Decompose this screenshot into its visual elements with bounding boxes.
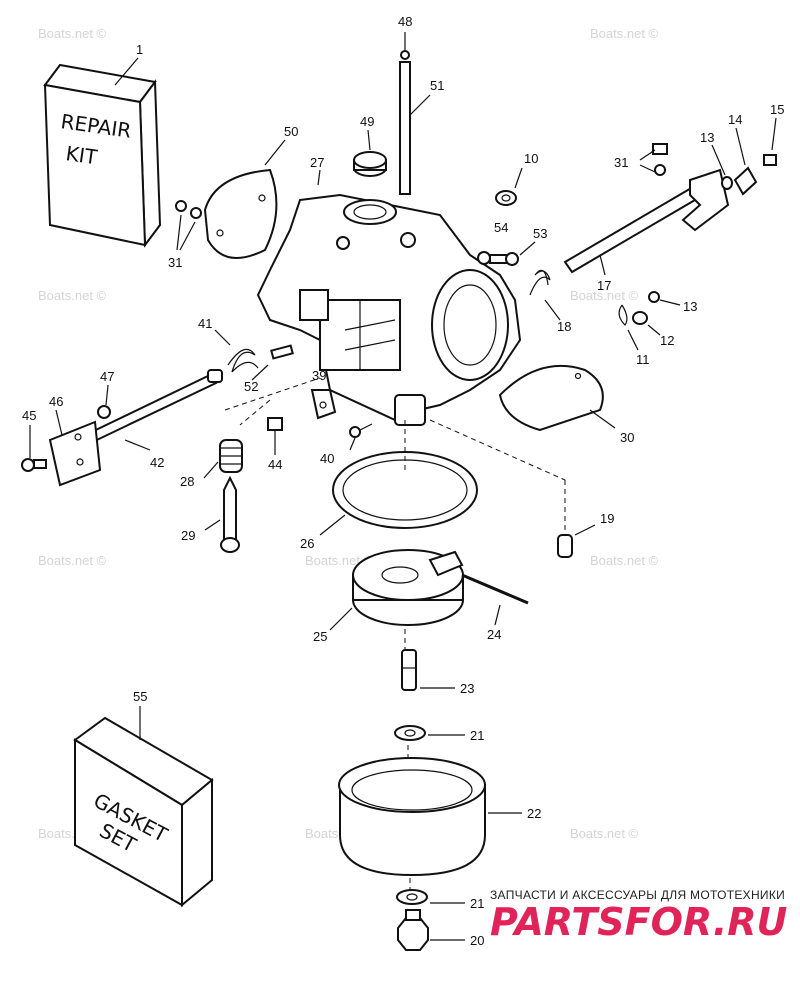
callout-48: 48 <box>398 14 412 29</box>
callout-55: 55 <box>133 689 147 704</box>
brand-name: PARTSFOR.RU <box>490 900 788 944</box>
gasket-26 <box>319 451 478 536</box>
callout-18: 18 <box>557 319 571 334</box>
callout-14: 14 <box>728 112 742 127</box>
washer-21-lower <box>396 889 465 905</box>
watermark: Boats.net © <box>38 288 107 303</box>
callout-numbers: 1 10 11 12 13 13 14 15 17 18 19 20 21 21… <box>22 14 784 948</box>
callout-30: 30 <box>620 430 634 445</box>
gasket-set-box: GASKET SET <box>73 706 214 908</box>
washer-21-upper <box>394 725 465 741</box>
callout-44: 44 <box>268 457 282 472</box>
callout-11: 11 <box>636 352 650 367</box>
watermark: Boats.net © <box>570 288 639 303</box>
float-bowl-22 <box>338 757 522 877</box>
callout-41: 41 <box>198 316 212 331</box>
callout-28: 28 <box>180 474 194 489</box>
plug-49 <box>353 129 387 177</box>
watermark: Boats.net © <box>38 26 107 41</box>
repair-kit-line2: KIT <box>64 141 99 169</box>
callout-22: 22 <box>527 806 541 821</box>
watermark: Boats.net © <box>570 826 639 841</box>
callout-31: 31 <box>614 155 628 170</box>
callout-20: 20 <box>470 933 484 948</box>
jet-19 <box>557 524 596 558</box>
watermark: Boats.net © <box>590 26 659 41</box>
brand-logo: ЗАПЧАСТИ И АКСЕССУАРЫ ДЛЯ МОТОТЕХНИКИ PA… <box>490 888 788 944</box>
spring-41-pin-52 <box>214 329 321 411</box>
callout-27: 27 <box>310 155 324 170</box>
watermark: Boats.net © <box>590 553 659 568</box>
screw-44 <box>267 417 283 455</box>
callout-49: 49 <box>360 114 374 129</box>
callout-1: 1 <box>136 42 143 57</box>
float-25 <box>329 549 464 631</box>
callout-46: 46 <box>49 394 63 409</box>
plate-30 <box>498 364 616 432</box>
callout-40: 40 <box>320 451 334 466</box>
callout-39: 39 <box>312 368 326 383</box>
needle-valve-23 <box>401 649 455 691</box>
screws-31-left <box>175 200 202 251</box>
callout-26: 26 <box>300 536 314 551</box>
spring-18 <box>529 269 561 321</box>
plate-50 <box>203 139 286 259</box>
callout-53: 53 <box>533 226 547 241</box>
callout-21: 21 <box>470 896 484 911</box>
callout-17: 17 <box>597 278 611 293</box>
bracket-39-screw-40 <box>310 389 373 451</box>
carburetor-body-27 <box>256 169 522 426</box>
washer-10 <box>495 167 523 206</box>
callout-51: 51 <box>430 78 444 93</box>
callout-13: 13 <box>683 299 697 314</box>
callout-31: 31 <box>168 255 182 270</box>
lever-42-assembly <box>21 369 223 487</box>
callout-54: 54 <box>494 220 508 235</box>
rod-51 <box>399 32 431 195</box>
callout-29: 29 <box>181 528 195 543</box>
callout-42: 42 <box>150 455 164 470</box>
nut-20 <box>397 909 465 951</box>
parts-13-14-15 <box>711 117 777 196</box>
screws-53-54 <box>477 241 536 266</box>
callout-13: 13 <box>700 130 714 145</box>
callout-47: 47 <box>100 369 114 384</box>
callout-23: 23 <box>460 681 474 696</box>
pin-24 <box>461 573 529 626</box>
shaft-17 <box>563 168 730 276</box>
callout-10: 10 <box>524 151 538 166</box>
callout-52: 52 <box>244 379 258 394</box>
small-parts-11-12-13 <box>618 291 681 351</box>
callout-21: 21 <box>470 728 484 743</box>
callout-15: 15 <box>770 102 784 117</box>
callout-50: 50 <box>284 124 298 139</box>
callout-45: 45 <box>22 408 36 423</box>
screws-31-right <box>639 143 668 176</box>
callout-24: 24 <box>487 627 501 642</box>
watermark: Boats.net © <box>305 553 374 568</box>
brand-tagline: ЗАПЧАСТИ И АКСЕССУАРЫ ДЛЯ МОТОТЕХНИКИ <box>490 888 785 902</box>
callout-19: 19 <box>600 511 614 526</box>
spring-28-needle-29 <box>203 439 243 553</box>
repair-kit-box: REPAIR KIT <box>43 57 162 248</box>
callout-12: 12 <box>660 333 674 348</box>
callout-25: 25 <box>313 629 327 644</box>
watermark: Boats.net © <box>38 553 107 568</box>
